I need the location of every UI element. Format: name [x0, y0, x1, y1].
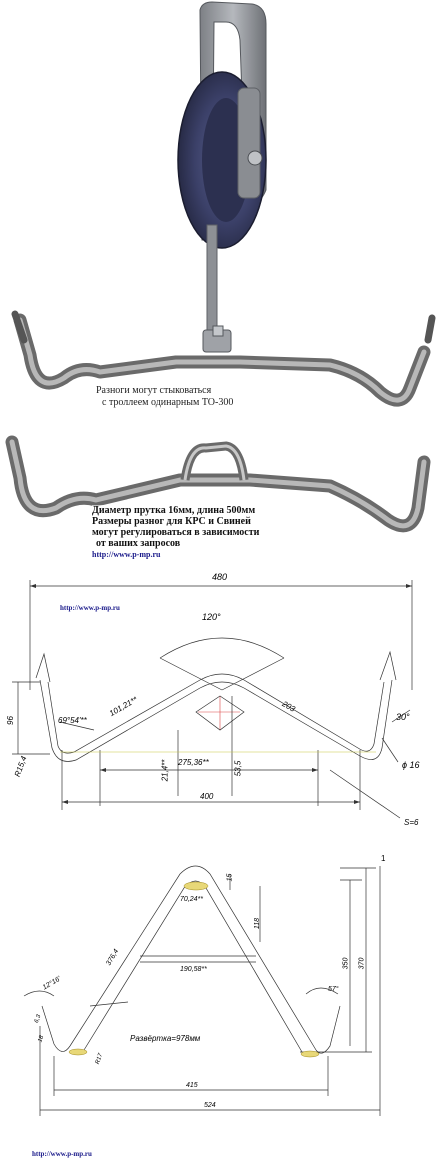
- dim-depth-a: 21,4**: [160, 759, 170, 782]
- dim-top-b: 70,24**: [180, 896, 203, 903]
- spec-url[interactable]: http://www.p-mp.ru: [92, 550, 161, 559]
- dim-angle-top: 120°: [202, 612, 221, 622]
- hook-gambrel-2: [5, 435, 431, 533]
- dim-inner2: 415: [186, 1082, 198, 1089]
- dim-height-a: 350: [342, 957, 350, 970]
- dim-mid-h: 118: [254, 917, 262, 930]
- spec-line-2: Размеры разног для КРС и Свиней: [92, 516, 251, 527]
- photo-caption: Разноги могут стыковаться с троллеем оди…: [96, 385, 296, 409]
- trolley: [177, 1, 267, 353]
- dim-hook-height: 96: [5, 716, 15, 725]
- product-photo: [5, 1, 436, 533]
- dim-angle-left: 69°54'**: [58, 716, 87, 725]
- caption-line-1: Разноги могут стыковаться: [96, 385, 212, 396]
- dim-diameter: ϕ 16: [402, 760, 420, 770]
- dim-cross: 190,58**: [180, 966, 207, 973]
- dim-angle-right: 57°: [328, 986, 339, 993]
- drawing-gambrel-side: [23, 865, 381, 1116]
- dim-inner: 275,36**: [178, 758, 209, 767]
- drawing-gambrel-front: [12, 580, 413, 819]
- dim-angle-right: 30°: [396, 712, 410, 722]
- spec-text: Диаметр прутка 16мм, длина 500мм Размеры…: [92, 505, 312, 560]
- drawing2-url[interactable]: http://www.p-mp.ru: [32, 1150, 92, 1158]
- dim-overall2: 524: [204, 1102, 216, 1109]
- caption-line-2: с троллеем одинарным ТО-300: [102, 397, 234, 408]
- dim-top-a: 15: [226, 873, 234, 882]
- hook-gambrel-1: [11, 310, 436, 407]
- dim-thickness: S=6: [404, 818, 419, 827]
- marker: 1: [381, 854, 386, 863]
- dim-bottom: 400: [200, 792, 214, 801]
- dim-height-b: 370: [358, 957, 366, 970]
- dim-develop: Развёртка=978мм: [130, 1034, 201, 1043]
- dim-overall-480: 480: [212, 572, 228, 582]
- spec-line-4: от ваших запросов: [96, 538, 181, 549]
- drawing1-url[interactable]: http://www.p-mp.ru: [60, 604, 120, 612]
- dim-depth-b: 53,5: [233, 760, 243, 777]
- spec-line-1: Диаметр прутка 16мм, длина 500мм: [92, 505, 256, 516]
- spec-line-3: могут регулироваться в зависимости: [92, 527, 260, 538]
